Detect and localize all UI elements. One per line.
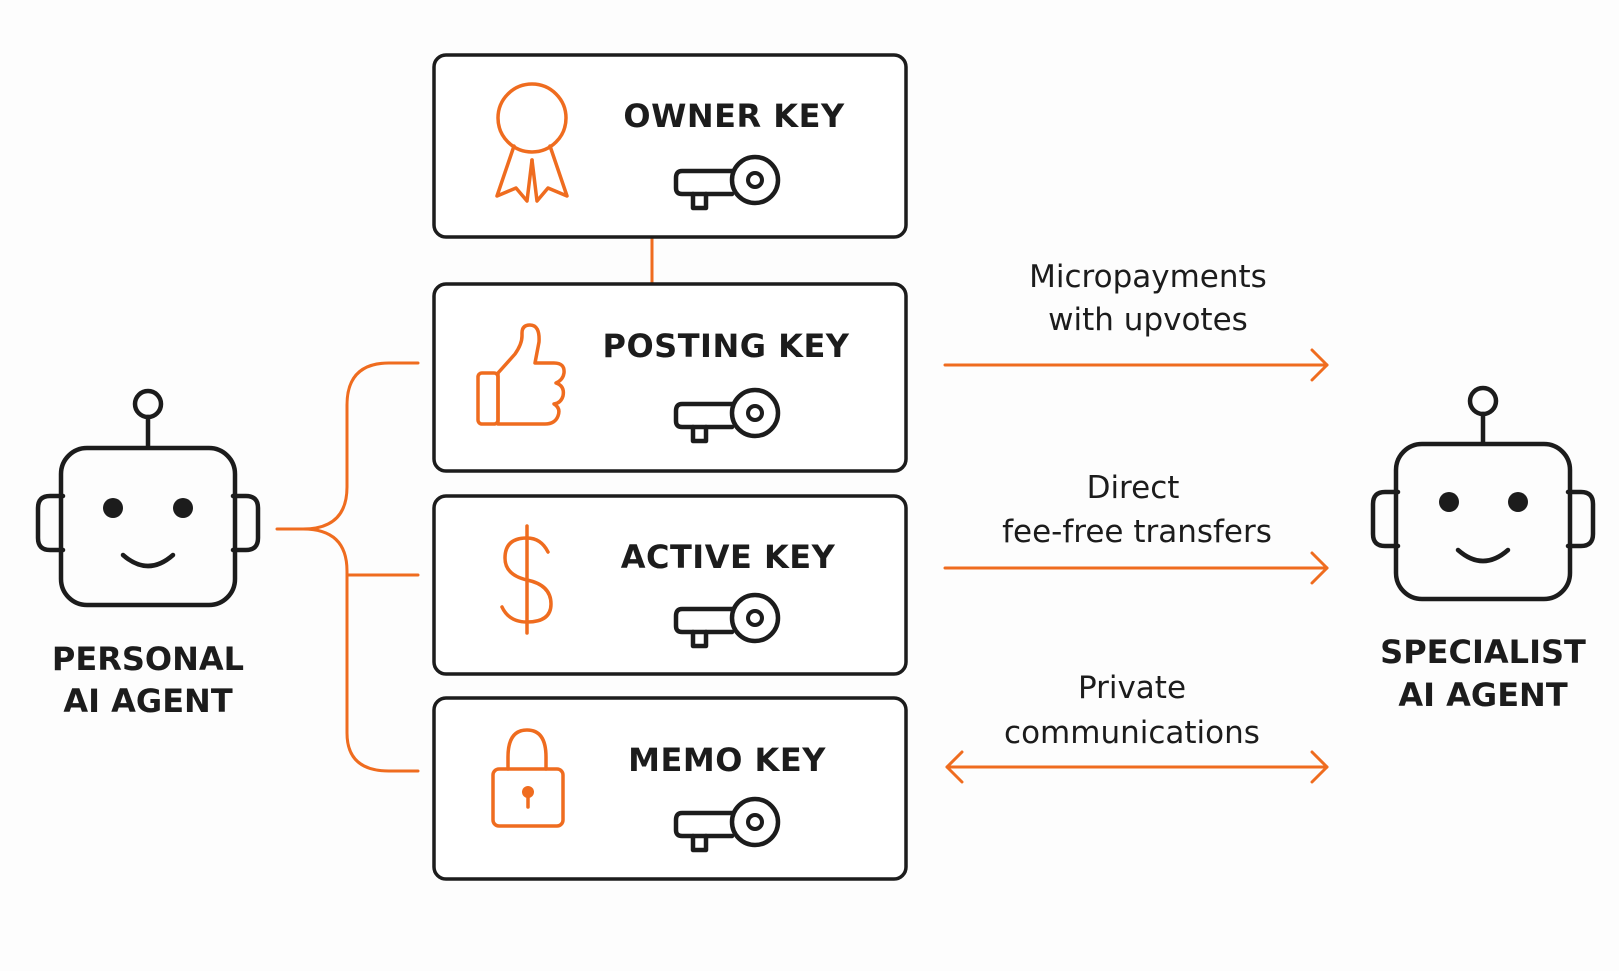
owner-key-card: OWNER KEY — [432, 53, 908, 239]
specialist-agent: SPECIALIST AI AGENT — [1370, 385, 1596, 714]
personal-to-memo-connector — [301, 527, 420, 773]
owner-key-title: OWNER KEY — [623, 97, 845, 135]
flow-direct-transfers: Direct fee-free transfers — [943, 470, 1329, 585]
arrowhead-right-icon — [1310, 750, 1329, 784]
personal-agent-label-line2: AI AGENT — [63, 682, 232, 720]
arrowhead-right-icon — [1310, 551, 1329, 585]
posting-key-title: POSTING KEY — [603, 327, 850, 365]
personal-agent-label-line1: PERSONAL — [52, 640, 244, 678]
flow-label-line1: Micropayments — [1029, 259, 1267, 295]
arrowhead-right-icon — [1310, 348, 1329, 382]
personal-agent: PERSONAL AI AGENT — [35, 388, 261, 720]
flow-label-line2: with upvotes — [1048, 302, 1248, 338]
dollar-sign-icon — [500, 524, 553, 635]
posting-key-card: POSTING KEY — [432, 282, 908, 473]
specialist-agent-label-line2: AI AGENT — [1398, 676, 1567, 714]
personal-to-posting-connector — [275, 361, 420, 531]
active-key-card: ACTIVE KEY — [432, 494, 908, 676]
memo-key-card: MEMO KEY — [432, 696, 908, 881]
flow-private-communications: Private communications — [945, 670, 1329, 784]
memo-key-title: MEMO KEY — [628, 741, 826, 779]
flow-label-line1: Private — [1078, 670, 1186, 706]
padlock-icon — [491, 728, 565, 828]
flow-micropayments: Micropayments with upvotes — [943, 259, 1329, 382]
active-key-title: ACTIVE KEY — [621, 538, 836, 576]
award-ribbon-icon — [495, 82, 569, 203]
thumbs-up-icon — [476, 323, 566, 426]
flow-label-line2: fee-free transfers — [1002, 514, 1272, 550]
flow-label-line2: communications — [1004, 715, 1260, 751]
robot-icon — [35, 388, 261, 608]
connector-lines — [275, 235, 654, 773]
specialist-agent-label-line1: SPECIALIST — [1380, 633, 1586, 671]
arrowhead-left-icon — [945, 750, 964, 784]
flow-label-line1: Direct — [1087, 470, 1180, 506]
robot-icon — [1370, 385, 1596, 602]
